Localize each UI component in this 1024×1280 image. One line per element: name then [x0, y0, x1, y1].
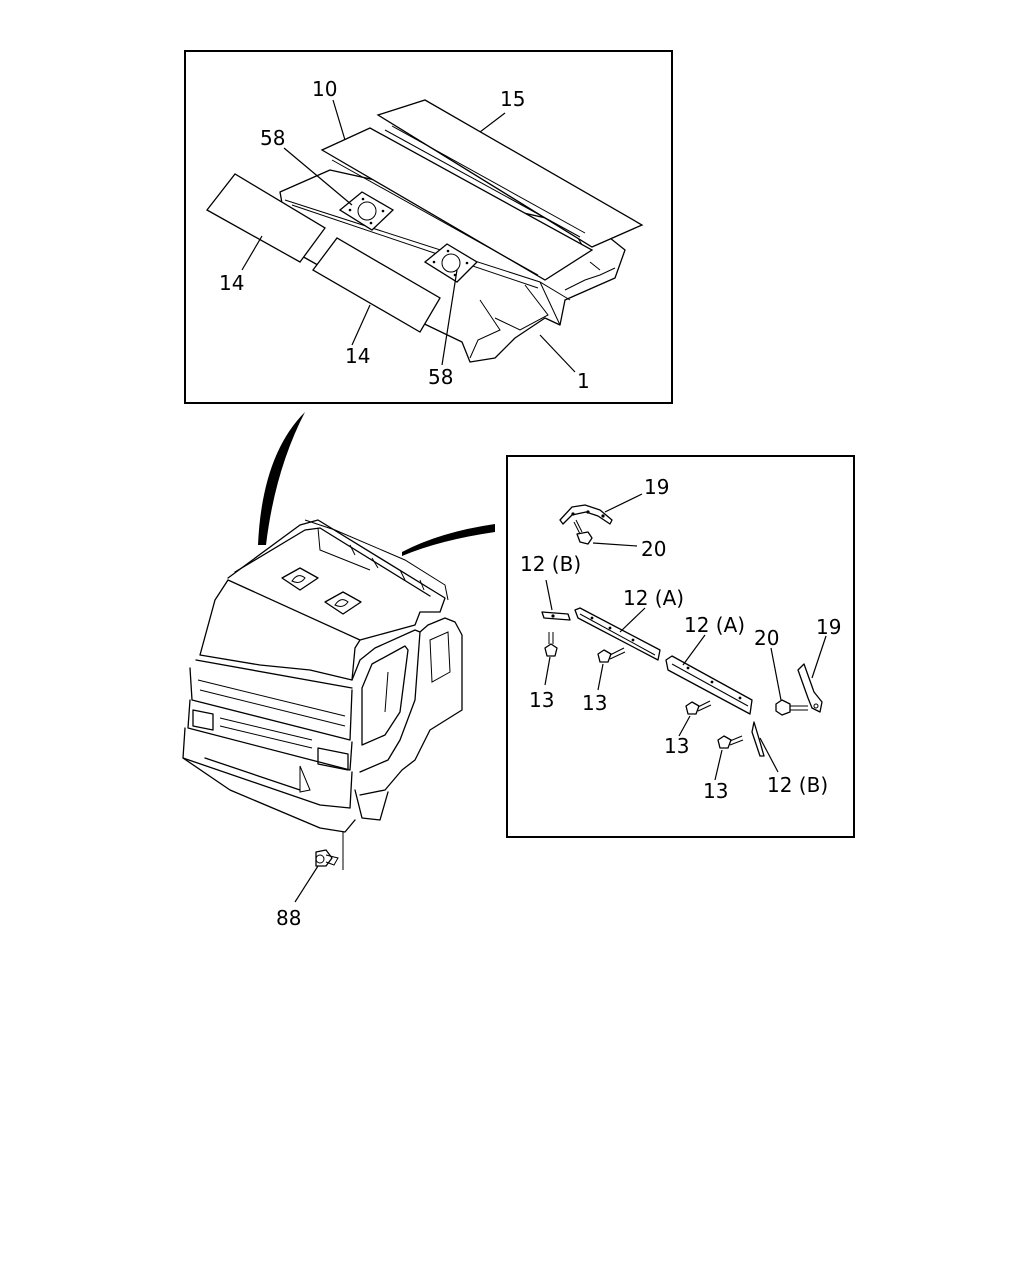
- screw-13-a: [544, 632, 558, 657]
- callout-88: 88: [276, 906, 301, 930]
- screw-13-d: [717, 735, 744, 749]
- roof-detail-view: [184, 50, 673, 404]
- screw-13-c: [685, 700, 712, 715]
- callout-14-left: 14: [219, 271, 244, 295]
- callout-1: 1: [577, 369, 590, 393]
- callout-13-a: 13: [529, 688, 554, 712]
- callout-13-d: 13: [703, 779, 728, 803]
- callout-15: 15: [500, 87, 525, 111]
- callout-labels: 10 15 58 14 14 58 1 19 20 12 (B) 12 (A) …: [219, 77, 841, 930]
- hatch-plate-58-left: [338, 191, 395, 231]
- callout-10: 10: [312, 77, 337, 101]
- fastener-88: [315, 832, 344, 870]
- callout-13-b: 13: [582, 691, 607, 715]
- bracket-19-right: [797, 663, 823, 713]
- bolt-20-top: [573, 519, 593, 545]
- callout-19-top: 19: [644, 475, 669, 499]
- rail-12a-right: [665, 655, 753, 715]
- callout-58-top: 58: [260, 126, 285, 150]
- bracket-19-top: [559, 504, 613, 525]
- clip-12b-left: [541, 611, 571, 621]
- screw-13-b: [597, 647, 626, 663]
- bolt-20-right: [775, 699, 808, 716]
- connection-wedge-roof: [258, 412, 305, 545]
- clip-12b-right: [751, 721, 765, 757]
- roof-detail-frame: [184, 50, 673, 404]
- callout-20-top: 20: [641, 537, 666, 561]
- callout-12b-right: 12 (B): [767, 773, 828, 797]
- rail-detail-frame: [506, 455, 855, 838]
- callout-14-center: 14: [345, 344, 370, 368]
- roof-panel-15: [376, 99, 644, 248]
- hatch-plate-58-right: [423, 243, 479, 283]
- roof-panel-10: [320, 127, 594, 281]
- rail-detail-view: [506, 455, 855, 838]
- rail-12a-left: [574, 607, 661, 661]
- callout-58-bottom: 58: [428, 365, 453, 389]
- callout-12b-left: 12 (B): [520, 552, 581, 576]
- truck-cab-illustration: [182, 412, 495, 903]
- callout-12a-left: 12 (A): [623, 586, 684, 610]
- roof-pad-14-left: [206, 173, 326, 263]
- connection-wedge-side: [402, 524, 495, 556]
- callout-19-right: 19: [816, 615, 841, 639]
- callout-20-right: 20: [754, 626, 779, 650]
- callout-13-c: 13: [664, 734, 689, 758]
- roof-pad-14-center: [312, 237, 441, 333]
- callout-12a-right: 12 (A): [684, 613, 745, 637]
